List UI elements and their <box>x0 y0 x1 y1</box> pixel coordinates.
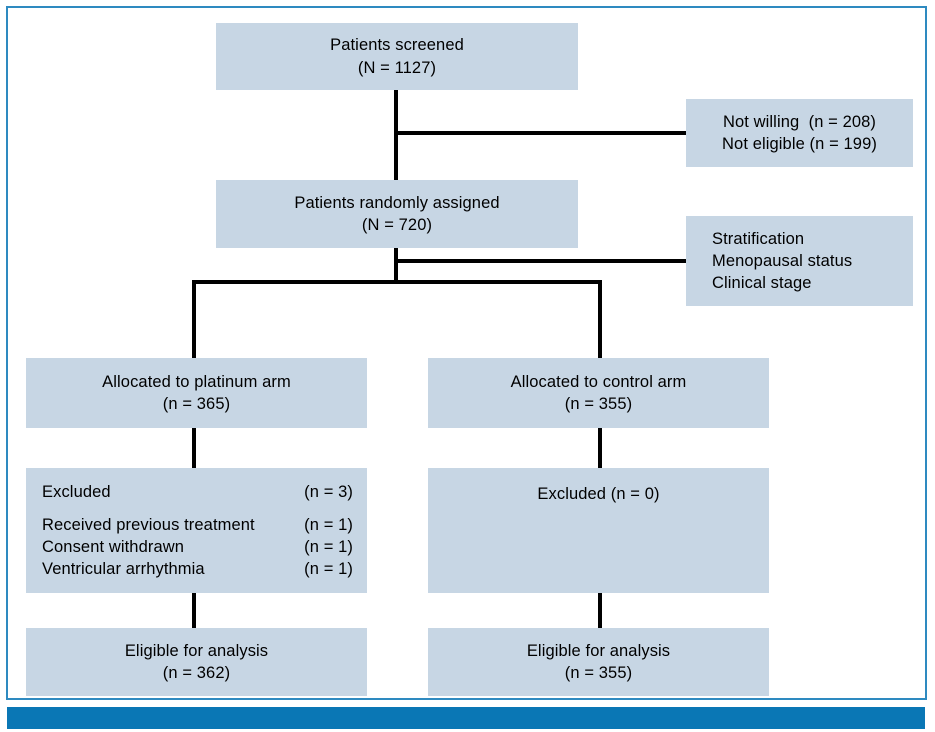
node-eligible-platinum: Eligible for analysis (n = 362) <box>26 628 367 696</box>
connector-stratification-branch <box>394 259 686 263</box>
node-eligible-control-line2: (n = 355) <box>564 664 633 682</box>
node-eligible-control: Eligible for analysis (n = 355) <box>428 628 769 696</box>
node-allocated-platinum: Allocated to platinum arm (n = 365) <box>26 358 367 428</box>
connector-platinum-allocated-to-excluded <box>192 428 196 468</box>
connector-control-allocated-to-excluded <box>598 428 602 468</box>
excluded-platinum-list: Excluded (n = 3) Received previous treat… <box>26 481 367 580</box>
connector-control-excluded-to-eligible <box>598 593 602 628</box>
node-excluded-screening-line2: Not eligible (n = 199) <box>722 135 877 153</box>
excluded-platinum-row-label: Excluded <box>42 482 111 501</box>
excluded-platinum-row-count: (n = 3) <box>304 482 353 501</box>
connector-fork-left-drop <box>192 280 196 358</box>
node-patients-screened-line1: Patients screened <box>330 36 464 55</box>
excluded-platinum-row: Consent withdrawn (n = 1) <box>42 536 353 558</box>
connector-screened-to-randomized <box>394 90 398 180</box>
excluded-platinum-row: Received previous treatment (n = 1) <box>42 514 353 536</box>
node-excluded-platinum: Excluded (n = 3) Received previous treat… <box>26 468 367 593</box>
excluded-platinum-row: Ventricular arrhythmia (n = 1) <box>42 558 353 580</box>
node-allocated-control: Allocated to control arm (n = 355) <box>428 358 769 428</box>
node-allocated-control-line2: (n = 355) <box>564 395 633 413</box>
connector-fork-right-drop <box>598 280 602 358</box>
node-excluded-control-line1: Excluded (n = 0) <box>537 485 660 503</box>
connector-randomized-stem <box>394 248 398 284</box>
node-stratification: Stratification Menopausal status Clinica… <box>686 216 913 306</box>
node-allocated-platinum-line2: (n = 365) <box>162 395 231 413</box>
node-excluded-control: Excluded (n = 0) <box>428 468 769 593</box>
node-eligible-control-line1: Eligible for analysis <box>526 641 671 660</box>
connector-platinum-excluded-to-eligible <box>192 593 196 628</box>
connector-allocation-fork <box>192 280 602 284</box>
excluded-platinum-row: Excluded (n = 3) <box>42 481 353 503</box>
node-excluded-screening-line1: Not willing (n = 208) <box>722 112 877 131</box>
excluded-platinum-row-label: Consent withdrawn <box>42 538 185 556</box>
figure-border <box>6 6 927 700</box>
excluded-platinum-row-count: (n = 1) <box>304 515 353 534</box>
node-patients-screened-line2: (N = 1127) <box>357 58 437 77</box>
connector-screening-exclusion-branch <box>394 131 686 135</box>
node-stratification-line1: Stratification <box>712 229 805 248</box>
node-eligible-platinum-line2: (n = 362) <box>162 664 231 682</box>
excluded-platinum-row-label: Ventricular arrhythmia <box>42 560 205 579</box>
excluded-platinum-row-label: Received previous treatment <box>42 515 255 534</box>
node-patients-randomized: Patients randomly assigned (N = 720) <box>216 180 578 248</box>
node-patients-screened: Patients screened (N = 1127) <box>216 23 578 90</box>
node-allocated-platinum-line1: Allocated to platinum arm <box>102 372 291 391</box>
node-stratification-line3: Clinical stage <box>712 274 812 293</box>
excluded-platinum-row-count: (n = 1) <box>304 538 353 556</box>
excluded-platinum-row-count: (n = 1) <box>304 560 353 579</box>
node-allocated-control-line1: Allocated to control arm <box>510 372 687 391</box>
node-stratification-line2: Menopausal status <box>712 251 853 270</box>
footer-accent-bar <box>7 707 925 729</box>
node-excluded-screening: Not willing (n = 208) Not eligible (n = … <box>686 99 913 167</box>
node-patients-randomized-line1: Patients randomly assigned <box>294 193 500 212</box>
node-patients-randomized-line2: (N = 720) <box>361 216 433 234</box>
node-eligible-platinum-line1: Eligible for analysis <box>124 641 269 660</box>
